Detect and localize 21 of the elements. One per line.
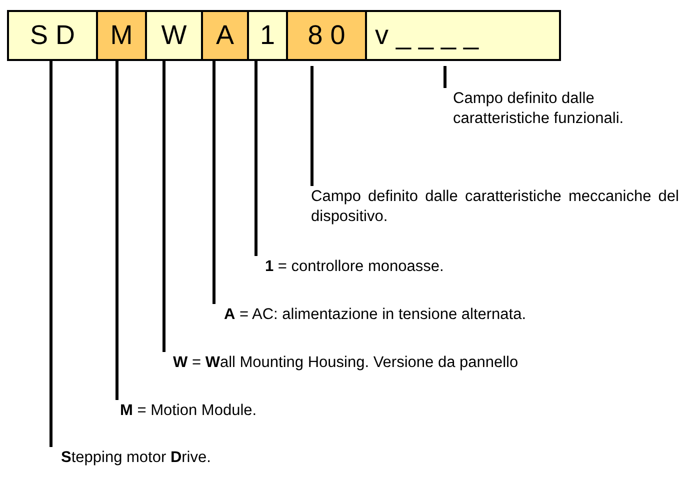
code-description: Stepping motor Drive. (61, 448, 461, 468)
code-segment: 1 (247, 10, 288, 61)
leader-line (310, 66, 314, 186)
leader-line (254, 61, 258, 256)
code-description: 1 = controllore monoasse. (265, 257, 645, 277)
leader-line (50, 61, 52, 447)
code-segment: S D (7, 10, 98, 61)
leader-line (162, 61, 166, 352)
code-segment: M (96, 10, 147, 61)
leader-line (116, 61, 118, 400)
code-segment: 8 0 (286, 10, 367, 61)
code-segment: A (201, 10, 249, 61)
leader-line (212, 61, 216, 304)
code-segment: v _ _ _ _ (365, 10, 561, 61)
code-description: M = Motion Module. (120, 401, 520, 421)
leader-line (444, 66, 446, 88)
code-description: A = AC: alimentazione in tensione alternata. (224, 305, 664, 325)
code-description: Campo definito dalle caratteristiche meccaniche del dispositivo. (311, 187, 679, 227)
code-description: W = Wall Mounting Housing. Versione da pannello (173, 353, 673, 373)
code-segment: W (145, 10, 203, 61)
code-description: Campo definito dalle caratteristiche funzionali. (453, 89, 658, 129)
